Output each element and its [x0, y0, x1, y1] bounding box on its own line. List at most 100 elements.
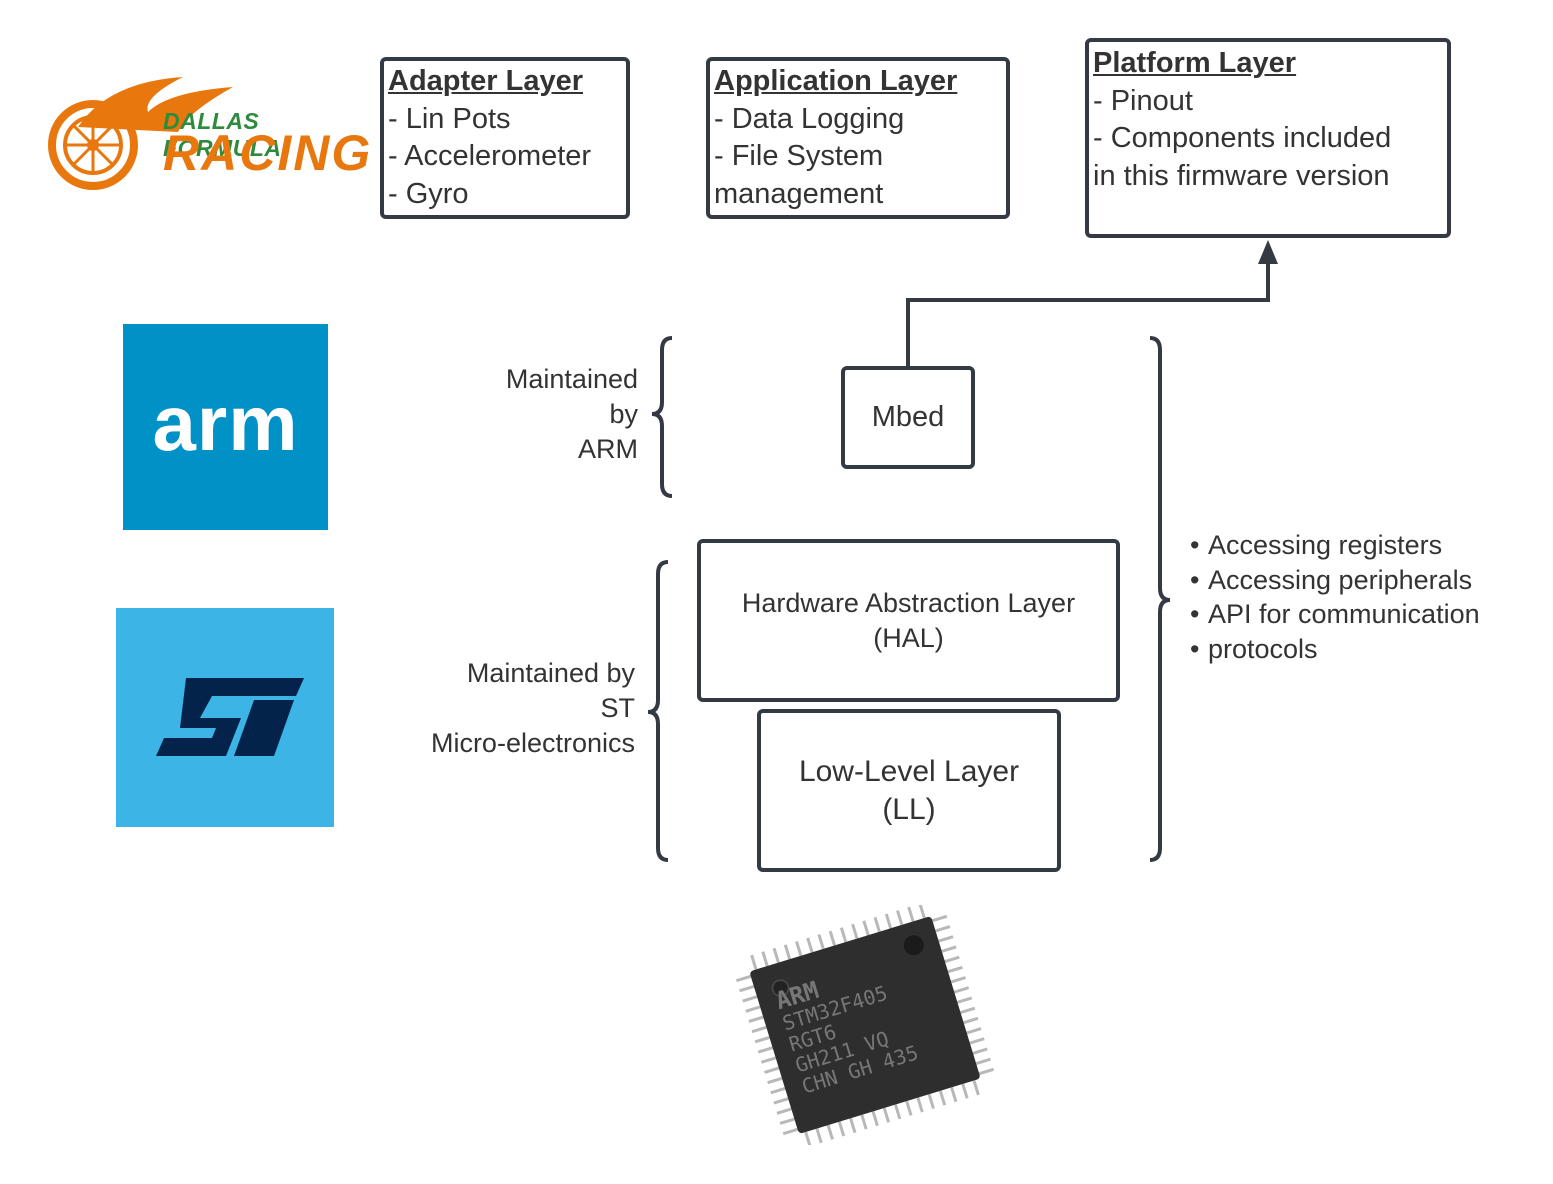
application-item: management: [714, 177, 884, 210]
chip-pin: [761, 951, 769, 967]
chip-pin: [862, 920, 870, 936]
chip-pin: [918, 903, 926, 919]
chip-pin: [947, 965, 963, 974]
chip-pin: [941, 945, 957, 953]
chip-pin: [932, 914, 948, 923]
arm-group-line: ARM: [578, 434, 638, 464]
arm-group-label: Maintained by ARM: [440, 362, 638, 467]
capability-item: Accessing registers: [1190, 528, 1480, 563]
platform-layer-title: Platform Layer: [1093, 47, 1297, 79]
st-group-line: Maintained by: [466, 658, 635, 688]
st-brace: [647, 560, 669, 862]
dallas-line2: RACING: [163, 125, 373, 181]
chip-pin: [935, 925, 951, 933]
platform-item: - Pinout: [1093, 84, 1193, 117]
ll-box: Low-Level Layer (LL): [757, 709, 1061, 872]
chip-pin: [882, 1107, 891, 1123]
chip-pin: [804, 1131, 812, 1147]
capability-item: API for communication: [1190, 597, 1480, 632]
chip-pin: [806, 937, 814, 953]
chip-pin: [783, 944, 792, 960]
chip-pin: [950, 1086, 958, 1103]
chip-pin: [916, 1097, 924, 1113]
ll-line1: Low-Level Layer: [798, 754, 1020, 788]
capability-item-continuation: protocols: [1190, 632, 1480, 667]
chip-pin: [938, 1090, 947, 1106]
right-brace: [1149, 336, 1171, 862]
adapter-layer-box: Adapter Layer - Lin Pots - Accelerometer…: [380, 57, 630, 219]
stm32-chip-image: ARM STM32F405 RGT6 GH211 VQ CHN GH 435: [725, 903, 1005, 1147]
chip-pin: [963, 1016, 979, 1025]
platform-item: - Components included: [1093, 122, 1392, 154]
chip-pin: [779, 1117, 795, 1125]
chip-pin: [960, 1006, 976, 1014]
chip-pin: [972, 1047, 988, 1055]
chip-pin: [953, 986, 970, 994]
chip-pin: [944, 955, 960, 963]
wheel-flame-icon: [48, 77, 233, 190]
chip-pin: [772, 947, 780, 964]
chip-pin: [978, 1067, 995, 1076]
chip-pin: [956, 996, 973, 1004]
chip-pin: [773, 1097, 789, 1105]
chip-pin: [969, 1037, 985, 1045]
arm-group-line: Maintained: [505, 364, 638, 394]
chip-pin: [751, 1025, 767, 1034]
chip-pin: [839, 927, 848, 943]
chip-pin: [927, 1093, 935, 1110]
mbed-to-platform-arrow: [906, 262, 1270, 366]
dallas-line1: DALLAS FORMULA: [163, 108, 282, 161]
application-item: - Data Logging: [714, 102, 905, 135]
chip-pin: [975, 1057, 991, 1065]
chip-pin: [760, 1056, 777, 1064]
chip-pin: [757, 1046, 774, 1054]
chip-icon: ARM STM32F405 RGT6 GH211 VQ CHN GH 435: [735, 903, 995, 1147]
dallas-formula-racing-logo: DALLAS FORMULA RACING: [48, 72, 370, 197]
adapter-item: - Lin Pots: [388, 102, 511, 135]
adapter-layer-title: Adapter Layer: [388, 65, 584, 97]
adapter-item: - Gyro: [388, 177, 469, 210]
chip-pin: [884, 913, 893, 929]
arm-logo: arm: [123, 324, 328, 530]
chip-pin: [748, 1015, 764, 1023]
application-item: - File System: [714, 140, 884, 172]
chip-pin: [739, 985, 755, 993]
arm-group-line: by: [609, 399, 638, 429]
application-layer-title: Application Layer: [714, 65, 958, 97]
st-group-line: Micro-electronics: [430, 728, 635, 758]
chip-pin: [767, 1076, 783, 1085]
st-group-label: Maintained by ST Micro-electronics: [380, 656, 635, 761]
adapter-item: - Accelerometer: [388, 140, 592, 172]
chip-pin: [972, 1080, 980, 1096]
chip-pin: [950, 976, 966, 984]
hal-line1: Hardware Abstraction Layer: [741, 587, 1076, 618]
chip-pin: [826, 1124, 834, 1140]
chip-pin: [966, 1027, 982, 1035]
chip-pin: [860, 1114, 868, 1130]
mbed-box: Mbed: [841, 366, 975, 469]
arrow-head: [1258, 240, 1278, 264]
chip-pin: [849, 1117, 857, 1134]
chip-pin: [754, 1036, 770, 1044]
arm-brace: [651, 336, 673, 498]
chip-pin: [770, 1087, 786, 1095]
chip-pin: [837, 1121, 846, 1137]
chip-pin: [873, 916, 881, 933]
st-logo-mark: [156, 678, 304, 756]
platform-layer-box: Platform Layer - Pinout - Components inc…: [1085, 38, 1451, 238]
chip-pin: [894, 1104, 902, 1120]
chip-pin: [871, 1110, 879, 1127]
platform-item: in this firmware version: [1093, 159, 1390, 192]
chip-pin: [961, 1083, 969, 1099]
chip-pin: [817, 934, 825, 950]
capabilities-list: Accessing registers Accessing peripheral…: [1190, 528, 1480, 666]
hal-line2: (HAL): [873, 622, 944, 653]
chip-pin: [776, 1107, 792, 1115]
chip-pin: [828, 930, 836, 946]
capability-item: Accessing peripherals: [1190, 563, 1480, 598]
st-logo: [116, 608, 334, 827]
chip-pin: [795, 940, 803, 957]
chip-pin: [750, 954, 758, 970]
chip-pin: [905, 1100, 913, 1116]
